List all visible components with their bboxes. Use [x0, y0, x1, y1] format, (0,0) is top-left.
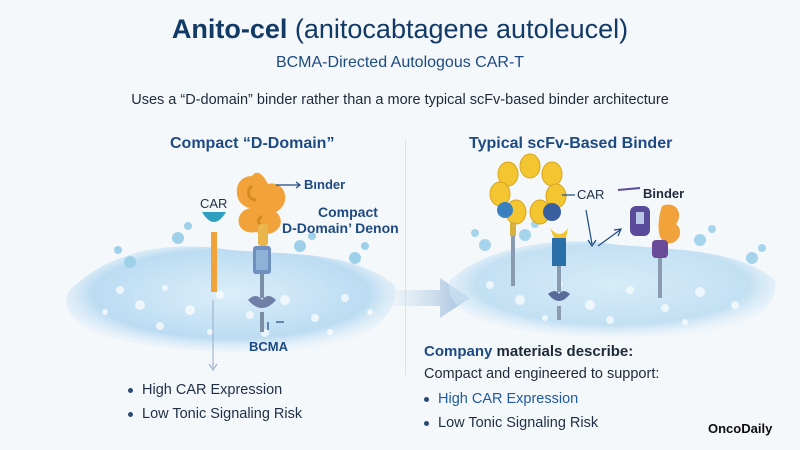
right-panel-heading: Typical scFv-Based Binder: [469, 135, 673, 152]
company-description: Company materials describe:: [424, 343, 634, 360]
right-cell-membrane-illustration: [449, 220, 776, 338]
left-binder-label: Bınder: [304, 177, 346, 192]
binder-complex-illustration: [617, 187, 681, 298]
panel-divider: [405, 140, 406, 375]
bullet-icon: [128, 387, 133, 393]
compact-label-line1: Compact: [318, 204, 378, 220]
list-item: High CAR Expression: [128, 382, 302, 398]
left-car-label: CAR: [200, 196, 228, 211]
tagline: Uses a “D-domain” binder rather than a m…: [131, 92, 669, 108]
left-cell-membrane-illustration: [66, 222, 396, 353]
page-title: Anito-cel (anitocabtagene autoleucel): [0, 14, 800, 45]
list-item: Low Tonic Signaling Risk: [424, 415, 598, 431]
scfv-binder-illustration: [489, 153, 567, 286]
right-car-label: CAR: [577, 187, 605, 202]
bcma-receptor-icon: [248, 296, 276, 308]
bullet-icon: [128, 411, 133, 417]
car-receptor-illustration: [202, 212, 226, 292]
list-item: High CAR Expression: [424, 391, 598, 407]
right-binder-label: Binder: [643, 186, 685, 201]
d-domain-binder-illustration: [236, 172, 286, 332]
left-panel-heading: Compact “D-Domain”: [170, 135, 335, 152]
compact-label-line2: D-Domain’ Denon: [282, 220, 399, 236]
car-receptor-illustration: [548, 228, 570, 320]
brand-logo: OncoDaily: [708, 421, 773, 436]
title-main: Anito-cel: [171, 14, 288, 44]
bullet-icon: [424, 396, 429, 402]
bcma-label: BCMA: [249, 339, 288, 354]
page-subtitle: BCMA-Directed Autologous CAR-T: [275, 54, 525, 71]
list-item: Low Tonic Signaling Risk: [128, 406, 302, 422]
left-bullet-list: High CAR Expression Low Tonic Signaling …: [128, 382, 302, 430]
right-bullet-list: High CAR Expression Low Tonic Signaling …: [424, 391, 598, 439]
bullet-icon: [424, 420, 429, 426]
title-full-name: (anitocabtagene autoleucel): [294, 14, 629, 44]
support-text: Compact and engineered to support:: [424, 366, 660, 382]
